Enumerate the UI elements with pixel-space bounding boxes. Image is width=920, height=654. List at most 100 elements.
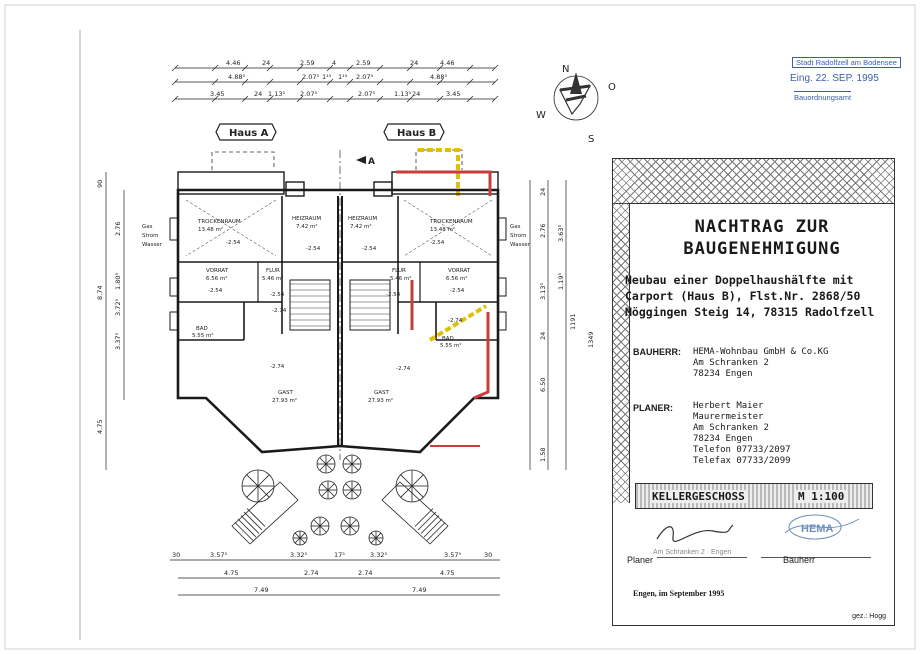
planer-label: PLANER: (633, 403, 673, 413)
drawn-by: gez.: Hogg (852, 613, 886, 620)
utility-b-wasser: Wasser (510, 242, 531, 248)
bauherr-signature (784, 514, 860, 540)
plant-branch (370, 532, 377, 539)
room-b-2-name: HEIZRAUM (348, 216, 377, 222)
sign-bauherr-label: Bauherr (783, 555, 816, 565)
dimension-tick (241, 64, 249, 72)
outdoor-step (234, 522, 254, 541)
dim-left-1: 90 (96, 180, 104, 188)
dim-bottom-2: 3.57⁵ (210, 551, 227, 559)
plant-branch (299, 532, 306, 539)
dim-left-4: 8.74 (96, 286, 104, 300)
dim-bottom-row3-2: 7.49 (412, 586, 426, 594)
upper-floor-outline (211, 149, 463, 170)
room-a-6-level: -2.74 (270, 364, 285, 370)
utility-a-gas: Gas (142, 224, 153, 230)
drawing-scale: M 1:100 (796, 490, 847, 503)
outdoor-step (420, 515, 440, 534)
dim-bottom-row2-2: 2.74 (304, 569, 318, 577)
dimension-tick (296, 64, 304, 72)
room-b-1-area: 13.48 m² (430, 226, 455, 233)
plant-branch (319, 457, 327, 465)
dim-right-9: 1.58 (539, 448, 547, 462)
room-a-2-area: 7.42 m² (296, 223, 318, 230)
dim-right-10: 1349 (587, 331, 595, 348)
dim-top-6: 24 (410, 59, 418, 67)
room-b-5-level: -2.74 (448, 318, 463, 324)
room-a-3-name: VORRAT (206, 268, 229, 274)
planer-stamp: Am Schranken 2 · Engen (653, 517, 735, 561)
bottom-dimension-chains (170, 559, 500, 596)
dim-bottom-3: 3.32⁵ (290, 551, 307, 559)
dimension-tick (266, 95, 274, 103)
outdoor-stairs (231, 481, 449, 545)
plant-branch (349, 525, 357, 533)
plant-branch (319, 525, 327, 533)
bottom-dimension-labels: 30 3.57⁵ 3.32⁵ 17⁵ 3.32⁵ 3.57⁵ 30 4.75 2… (172, 551, 492, 594)
planer-signature-line (657, 557, 747, 558)
receipt-date: Eing. 22. SEP. 1995 (790, 73, 879, 84)
plant-branch (321, 483, 329, 491)
room-b-2-level: -2.54 (362, 246, 377, 252)
room-labels: TROCKENRAUM 13.48 m² -2.54 HEIZRAUM 7.42… (192, 216, 473, 404)
section-marker-label: A (368, 157, 375, 167)
room-b-4-level: -2.54 (386, 292, 401, 298)
plant-branch (313, 525, 321, 533)
plant-branch (321, 489, 329, 497)
north-compass: N S W O (536, 64, 616, 145)
room-b-2-area: 7.42 m² (350, 223, 372, 230)
outdoor-step (423, 518, 443, 538)
planer-signature (656, 524, 734, 543)
sheet-border (4, 4, 916, 650)
room-a-4-name: FLUR (266, 268, 280, 274)
dim-bottom-4: 17⁵ (334, 551, 345, 559)
dimension-tick (346, 78, 354, 86)
plant-branch (325, 463, 333, 471)
dim-top-row3-1: 3.45 (210, 90, 224, 98)
right-dimension-chains (529, 180, 567, 470)
dimension-tick (171, 78, 179, 86)
plant-branch (299, 537, 306, 544)
dimension-tick (266, 78, 274, 86)
dimension-tick (211, 78, 219, 86)
dimension-tick (436, 78, 444, 86)
dim-top-row2-3: 1¹⁵ (322, 73, 332, 81)
left-dimension-chains (105, 172, 125, 470)
outdoor-step (240, 515, 260, 534)
dimension-tick (406, 78, 414, 86)
room-a-5-name: BAD (196, 326, 208, 332)
utility-b-gas: Gas (510, 224, 521, 230)
plant-branch (345, 489, 353, 497)
planer-line-1: Herbert Maier (693, 401, 764, 411)
dimension-tick (346, 95, 354, 103)
dim-left-2: 2.76 (114, 222, 122, 236)
receipt-office: Bauordnungsamt (794, 91, 852, 102)
dim-right-7: 1191 (569, 313, 577, 330)
landscape-plants (241, 454, 429, 546)
planer-line-4: 78234 Engen (693, 434, 753, 444)
bauherr-label: BAUHERR: (633, 347, 681, 357)
plant-branch (343, 525, 351, 533)
outdoor-step (246, 508, 266, 527)
room-a-5-level: -2.74 (272, 308, 287, 314)
dimension-tick (326, 78, 334, 86)
dim-top-row3-4: 2.07⁵ (300, 90, 317, 98)
highlight-yellow-top (418, 148, 460, 196)
right-dimension-labels: 24 2.76 3.63⁵ 3.13⁵ 24 1.19⁵ 1191 6.50 1… (539, 188, 595, 462)
dim-top-3: 2.59 (300, 59, 314, 67)
dimension-tick (211, 64, 219, 72)
top-dimension-labels: 4.46 24 2.59 4 2.59 24 4.46 4.88⁵ 2.07⁵ … (210, 59, 460, 98)
left-dimension-labels: 90 2.76 3.72⁵ 8.74 1.80⁵ 3.37⁵ 4.75 (96, 180, 122, 434)
dim-left-6: 3.37⁵ (114, 333, 122, 350)
plant-branch (313, 519, 321, 527)
room-b-3-level: -2.54 (450, 288, 465, 294)
dimension-tick (241, 95, 249, 103)
planer-line-2: Maurermeister (693, 412, 764, 422)
correction-markup (396, 170, 492, 447)
dim-bottom-5: 3.32⁵ (370, 551, 387, 559)
dim-bottom-row2-1: 4.75 (224, 569, 238, 577)
dim-bottom-row2-4: 4.75 (440, 569, 454, 577)
room-b-6-level: -2.74 (396, 366, 411, 372)
dimension-tick (491, 64, 499, 72)
